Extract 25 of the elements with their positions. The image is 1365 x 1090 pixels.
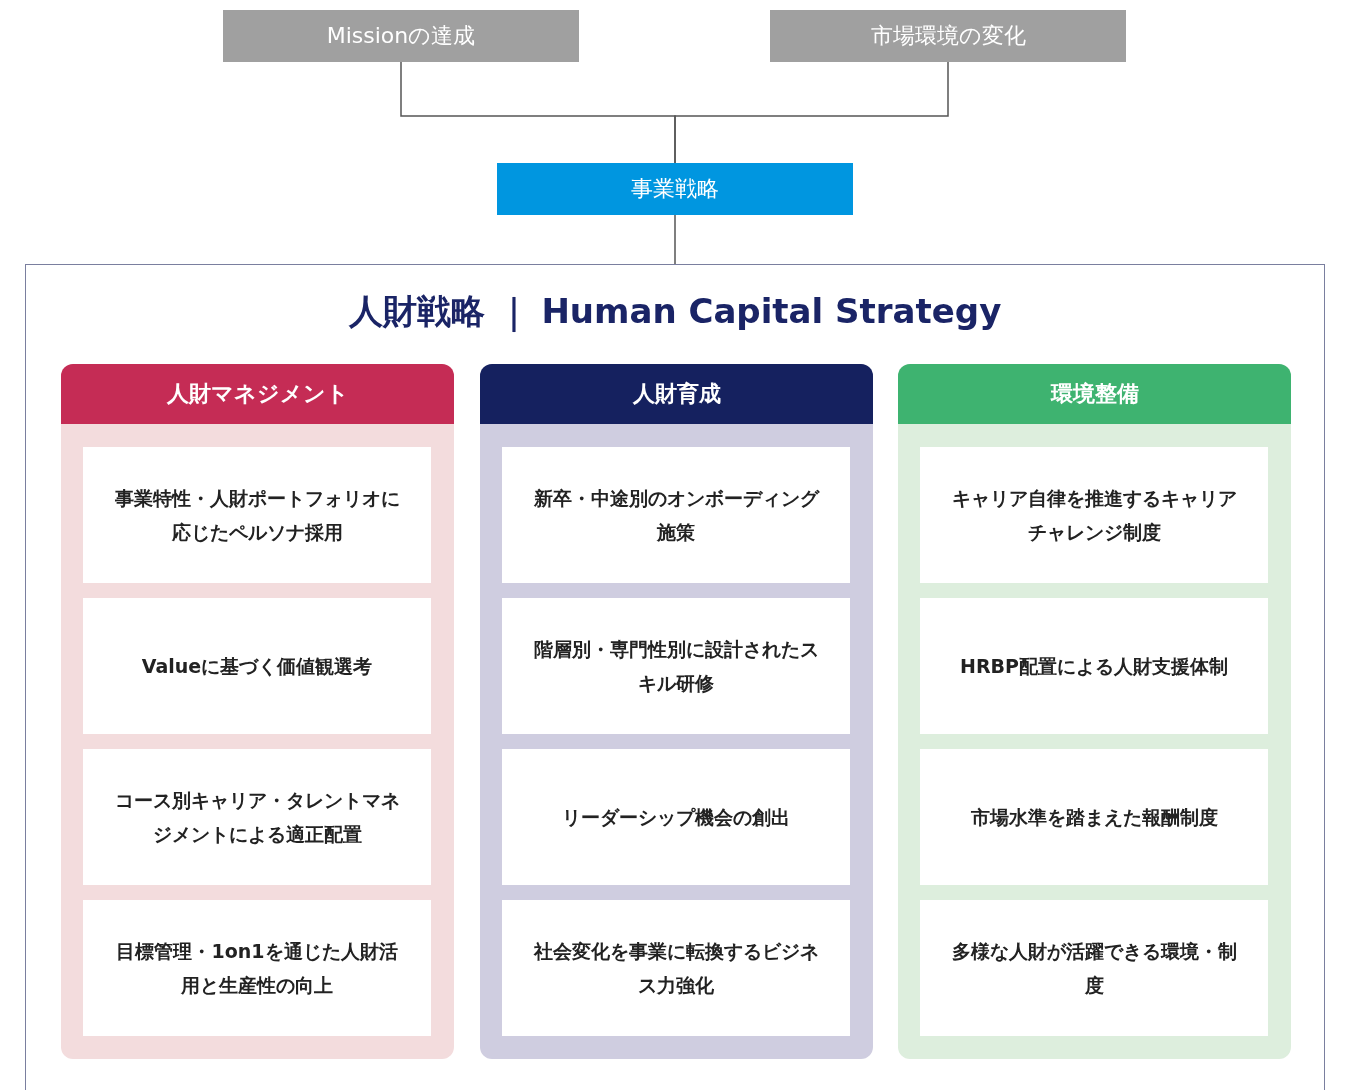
input-box: Missionの達成 [223,10,579,62]
connector-line [674,61,949,164]
strategy-box: 事業戦略 [497,163,853,215]
measure-card: キャリア自律を推進するキャリアチャレンジ制度 [920,447,1268,583]
measure-card: 事業特性・人財ポートフォリオに応じたペルソナ採用 [83,447,431,583]
column-header: 人財マネジメント [61,364,454,424]
measure-card: リーダーシップ機会の創出 [502,749,850,885]
measure-card: 階層別・専門性別に設計されたスキル研修 [502,598,850,734]
frame-title: 人財戦略 ｜ Human Capital Strategy [347,290,1003,334]
column-panel [480,364,873,1059]
measure-card: HRBP配置による人財支援体制 [920,598,1268,734]
measure-card: 新卒・中途別のオンボーディング施策 [502,447,850,583]
connector-line [674,214,676,265]
input-box: 市場環境の変化 [770,10,1126,62]
measure-card: 目標管理・1on1を通じた人財活用と生産性の向上 [83,900,431,1036]
column-panel [898,364,1291,1059]
measure-card: 多様な人財が活躍できる環境・制度 [920,900,1268,1036]
measure-card: 市場水準を踏まえた報酬制度 [920,749,1268,885]
column-header: 環境整備 [898,364,1291,424]
measure-card: 社会変化を事業に転換するビジネス力強化 [502,900,850,1036]
column-header: 人財育成 [480,364,873,424]
strategy-frame [25,264,1325,1090]
measure-card: Valueに基づく価値観選考 [83,598,431,734]
column-panel [61,364,454,1059]
measure-card: コース別キャリア・タレントマネジメントによる適正配置 [83,749,431,885]
